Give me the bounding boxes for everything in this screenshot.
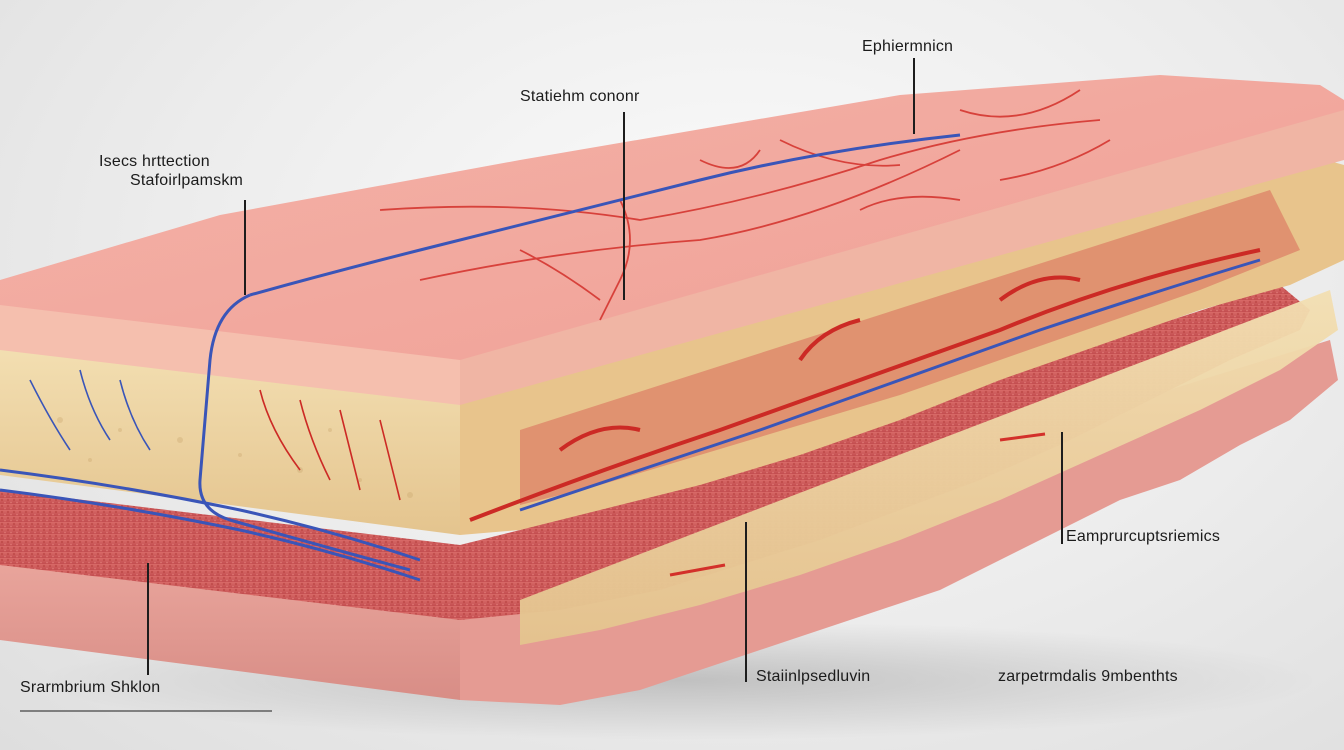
deep-artery-network [469, 248, 1261, 522]
leader-line-subcutaneous [1061, 432, 1063, 544]
muscle-layer-front [0, 490, 460, 620]
leader-line-stratum-skin [147, 563, 149, 675]
label-stratum-skin: Srarmbrium Shklon [20, 679, 161, 696]
dermis-texture [57, 417, 413, 498]
surface-capillaries [379, 89, 1111, 321]
dermis-side-red [520, 190, 1300, 505]
muscle-layer-side [460, 285, 1310, 620]
epidermis-front-edge [0, 305, 460, 405]
leader-line-stratum-basale [745, 522, 747, 682]
front-vein-trees [29, 369, 151, 451]
leader-line-epidermis [913, 58, 915, 134]
label-subcutaneous: Eamprurcuptsriemics [1066, 528, 1221, 545]
surface-vein [198, 133, 961, 572]
leader-line-stratum-corneum [623, 112, 625, 300]
vessel-fragment [999, 432, 1046, 442]
hypodermis-base-layer [0, 560, 460, 700]
fat-band-lower [520, 290, 1338, 645]
label-stratum-basale: Staiinlpsedluvin [756, 668, 871, 685]
vessel-fragment [669, 563, 726, 577]
label-epidermis: Ephiermnicn [862, 38, 954, 55]
deep-vein-network [0, 258, 1261, 582]
epidermis-side-edge [460, 110, 1344, 405]
label-section-title-line1: Isecs hrttection [99, 153, 210, 170]
label-section-title-line2: Stafoirlpamskm [130, 172, 244, 189]
front-capillary-trees [259, 389, 401, 501]
leader-line-section [244, 200, 246, 295]
label-stratum-corneum: Statiehm cononr [520, 88, 640, 105]
label-subcutaneous-elements: zarpetrmdalis 9mbenthts [998, 668, 1178, 685]
epidermis-top-surface [0, 75, 1344, 395]
